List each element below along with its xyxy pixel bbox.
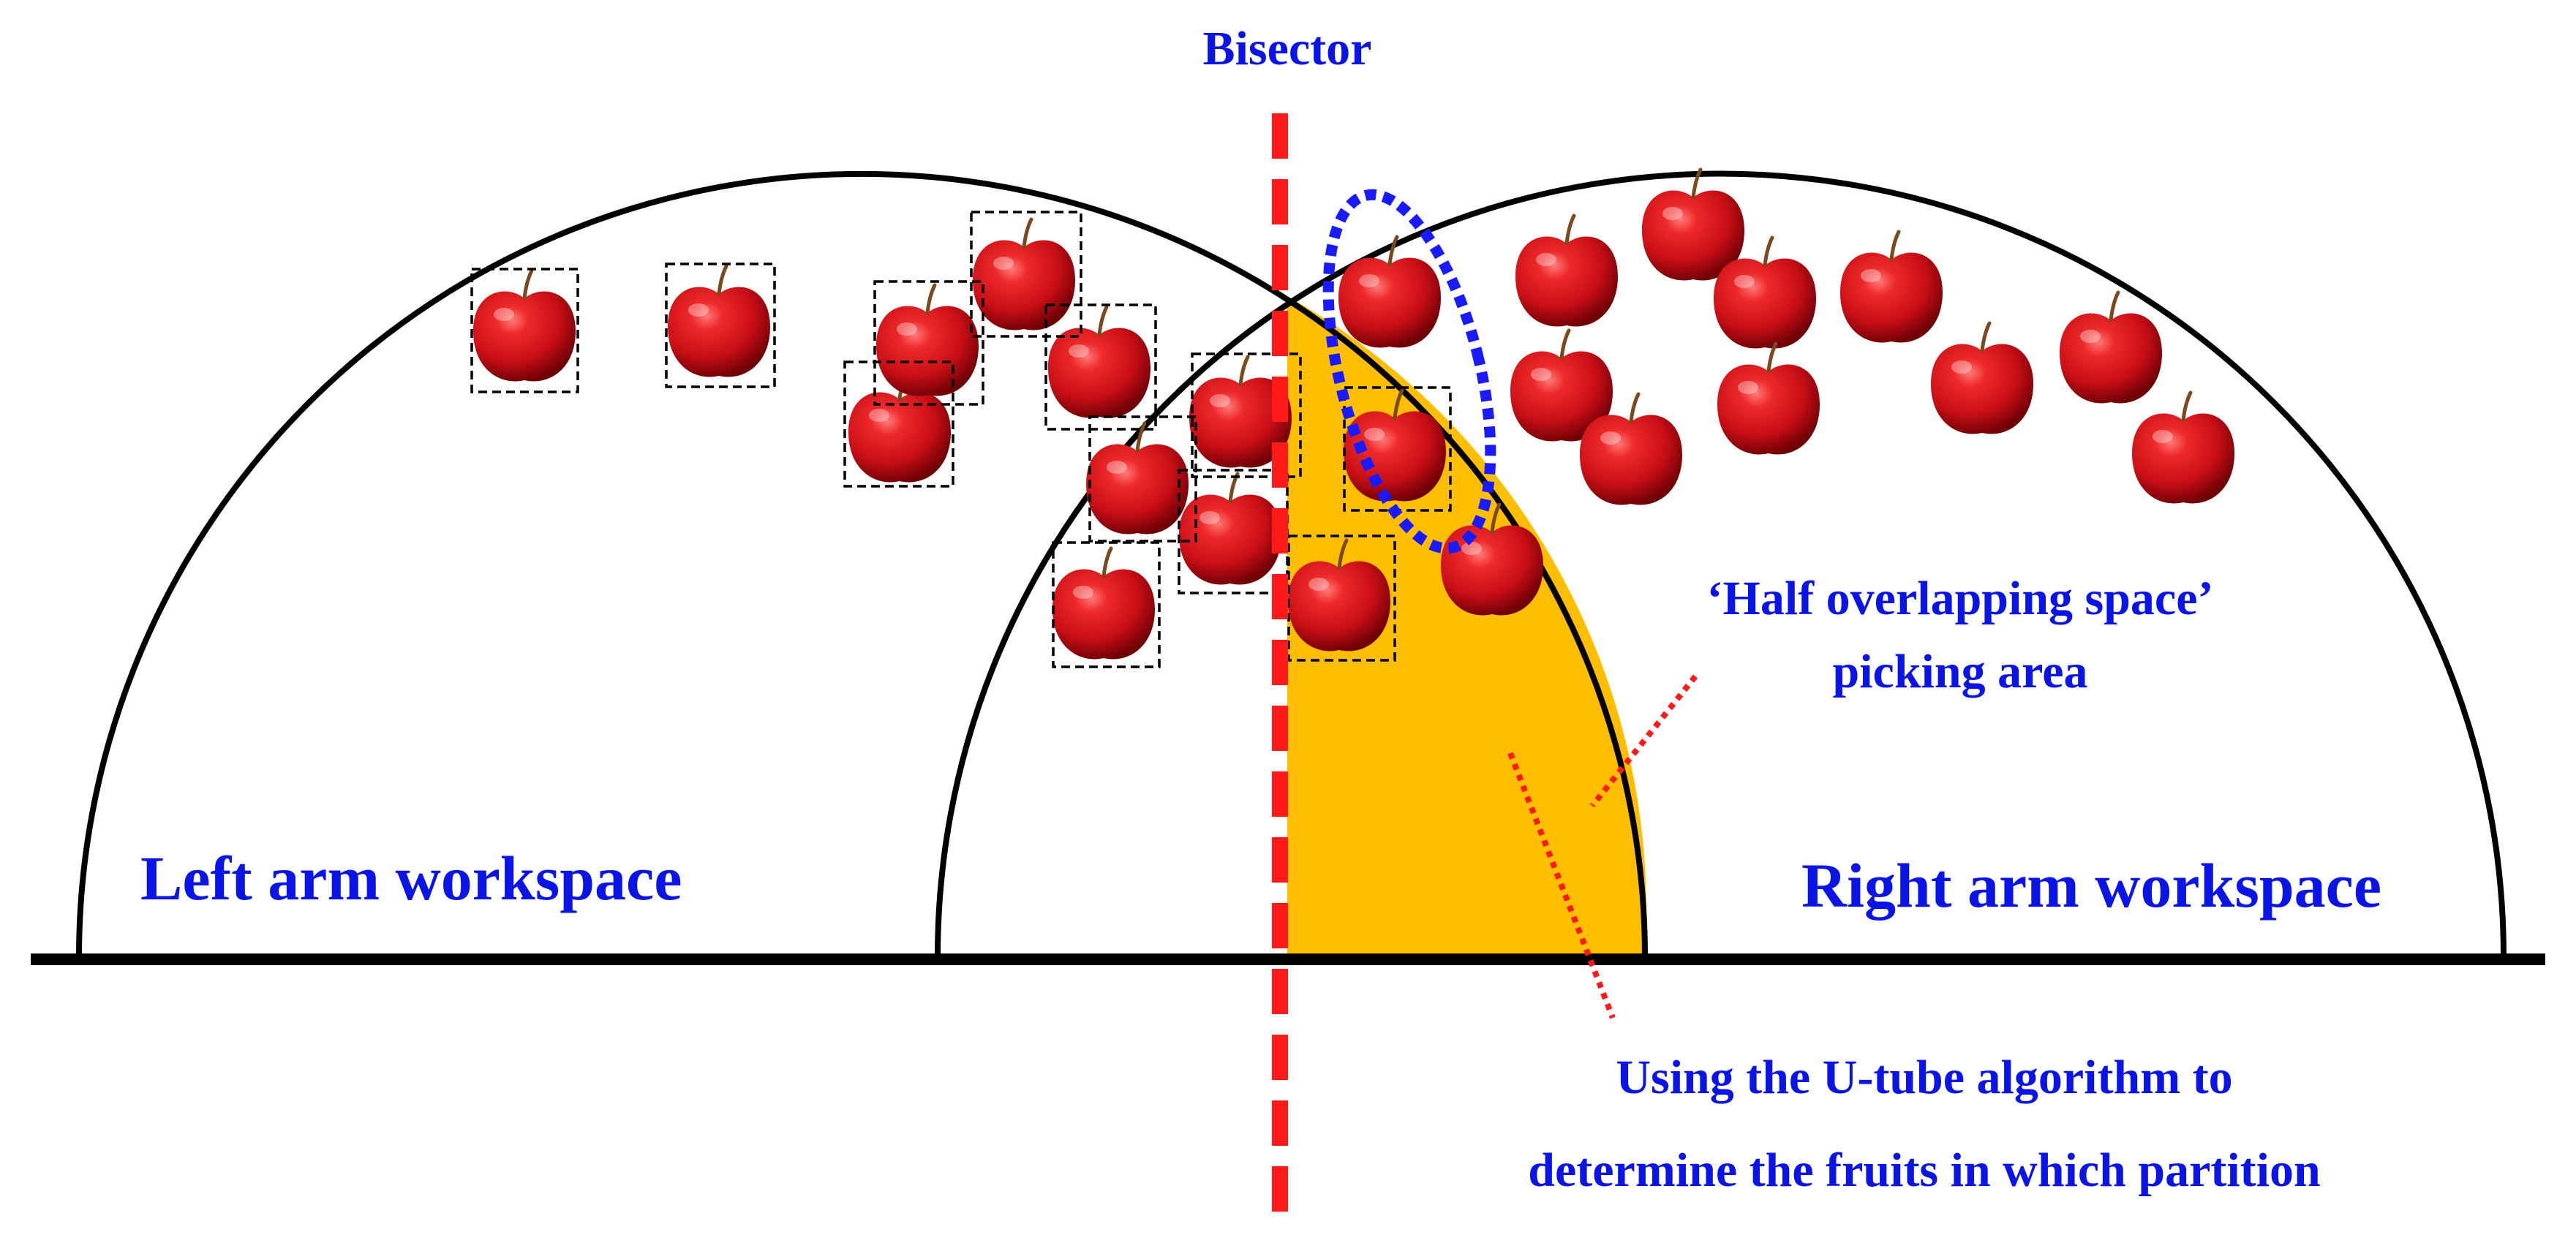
apple-icon — [1086, 423, 1189, 534]
selection-box — [1088, 415, 1197, 543]
overlap-label-line1: ‘Half overlapping space’ — [1707, 572, 2214, 625]
selection-box — [1191, 352, 1302, 478]
selection-box — [1044, 303, 1157, 431]
selection-box — [873, 280, 984, 406]
selection-box — [665, 262, 776, 388]
apple-icon — [2132, 393, 2234, 503]
right-workspace-label: Right arm workspace — [1801, 850, 2381, 921]
apple-icon — [1052, 548, 1155, 659]
left-arm-workspace-arc — [76, 170, 1648, 957]
apple-icon — [1840, 232, 1943, 342]
utube-label-line1: Using the U-tube algorithm to — [1616, 1051, 2232, 1104]
bisector-label: Bisector — [1203, 22, 1372, 75]
apple-icon — [2060, 292, 2162, 403]
apple-icon — [973, 219, 1075, 330]
apple-icon — [1515, 216, 1618, 326]
apple-icon — [1931, 323, 2033, 434]
apple-icon — [1179, 474, 1281, 584]
apple-icon — [1338, 237, 1441, 347]
apple-icon — [668, 266, 770, 377]
utube-label-line2: determine the fruits in which partition — [1528, 1144, 2320, 1197]
apple-icon — [876, 285, 979, 396]
apple-icon — [1048, 307, 1150, 418]
highlight-ellipse — [1322, 189, 1496, 554]
selection-box — [1052, 541, 1161, 668]
selection-box — [470, 268, 579, 393]
leader-line — [1507, 752, 1616, 1019]
leader-line — [1589, 674, 1698, 808]
right-arm-workspace-arc — [935, 170, 2507, 957]
selection-box — [970, 211, 1082, 338]
apple-icon — [473, 271, 576, 381]
selection-box — [843, 360, 954, 488]
apple-icon — [1717, 344, 1820, 454]
left-workspace-label: Left arm workspace — [140, 843, 682, 913]
selection-box — [1287, 535, 1396, 662]
overlap-label-line2: picking area — [1833, 645, 2088, 698]
